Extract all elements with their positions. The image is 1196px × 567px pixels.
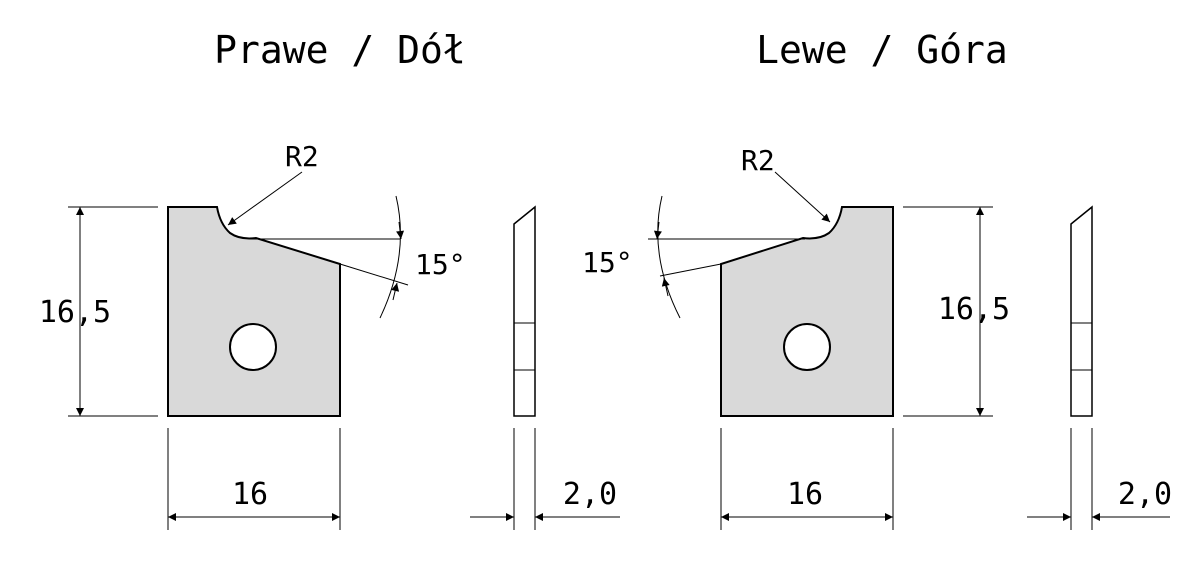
view-title: Prawe / Dół: [214, 28, 466, 72]
blade-side-profile: [1070, 205, 1093, 417]
radius-label: R2: [285, 140, 319, 173]
blade-side-profile: [513, 205, 536, 417]
mounting-hole: [783, 323, 831, 371]
angle-arrow: [661, 277, 670, 297]
angle-label: 15°: [415, 248, 466, 281]
thickness-dimension: 2,0: [1118, 477, 1172, 512]
radius-leader: [227, 171, 303, 226]
angle-arc: [657, 195, 681, 319]
angle-label: 15°: [582, 246, 633, 279]
angle-arc: [379, 195, 401, 319]
view-right-bottom: Prawe / Dół 16,5 16 R2 15° 2,0: [39, 28, 620, 530]
width-dimension: 16: [787, 477, 823, 512]
height-dimension: 16,5: [938, 292, 1010, 327]
blade-profile: [167, 206, 341, 417]
view-left-top: Lewe / Góra 16,5 16 R2 15° 2,0: [582, 28, 1172, 530]
angle-reference-line: [339, 263, 409, 286]
radius-label: R2: [741, 144, 775, 177]
angle-arrow: [391, 282, 400, 301]
radius-leader: [774, 171, 831, 223]
angle-arrow: [396, 221, 405, 240]
width-dimension: 16: [232, 477, 268, 512]
thickness-dimension: 2,0: [563, 477, 617, 512]
mounting-hole: [229, 323, 277, 371]
angle-arrow: [653, 221, 662, 240]
height-dimension: 16,5: [39, 295, 111, 330]
angle-reference-line: [659, 263, 722, 277]
blade-profile: [720, 206, 894, 417]
view-title: Lewe / Góra: [756, 28, 1008, 72]
